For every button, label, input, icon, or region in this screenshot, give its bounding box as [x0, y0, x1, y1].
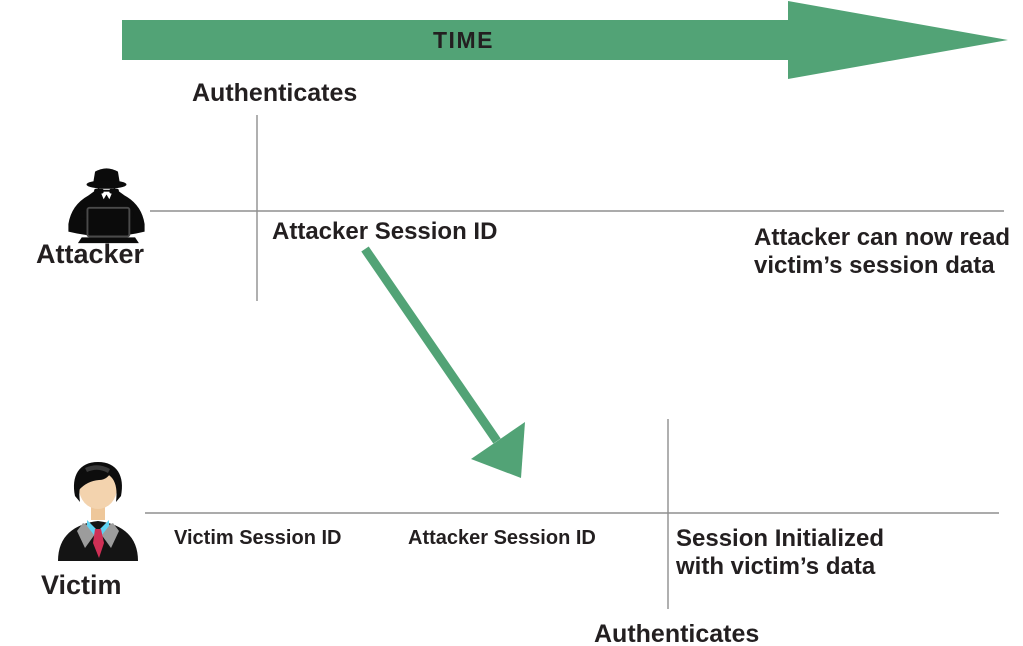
attacker-authenticates-label: Authenticates — [192, 79, 358, 107]
spy-icon — [58, 165, 155, 245]
attacker-name-label: Attacker — [36, 239, 145, 269]
session-transfer-arrow-icon — [361, 246, 525, 478]
attacker-session-id-label: Attacker Session ID — [272, 218, 498, 245]
attacker-read-note: Attacker can now read victim’s session d… — [754, 224, 1011, 279]
time-arrow-icon — [122, 1, 1008, 79]
session-initialized-note: Session Initialized with victim’s data — [676, 525, 885, 580]
victim-authenticates-label: Authenticates — [594, 620, 760, 646]
time-label: TIME — [433, 27, 494, 53]
businessman-icon — [52, 460, 144, 563]
victim-name-label: Victim — [41, 570, 122, 600]
victim-session-id-label: Victim Session ID — [174, 527, 342, 549]
victim-attacker-session-id-label: Attacker Session ID — [408, 527, 596, 549]
